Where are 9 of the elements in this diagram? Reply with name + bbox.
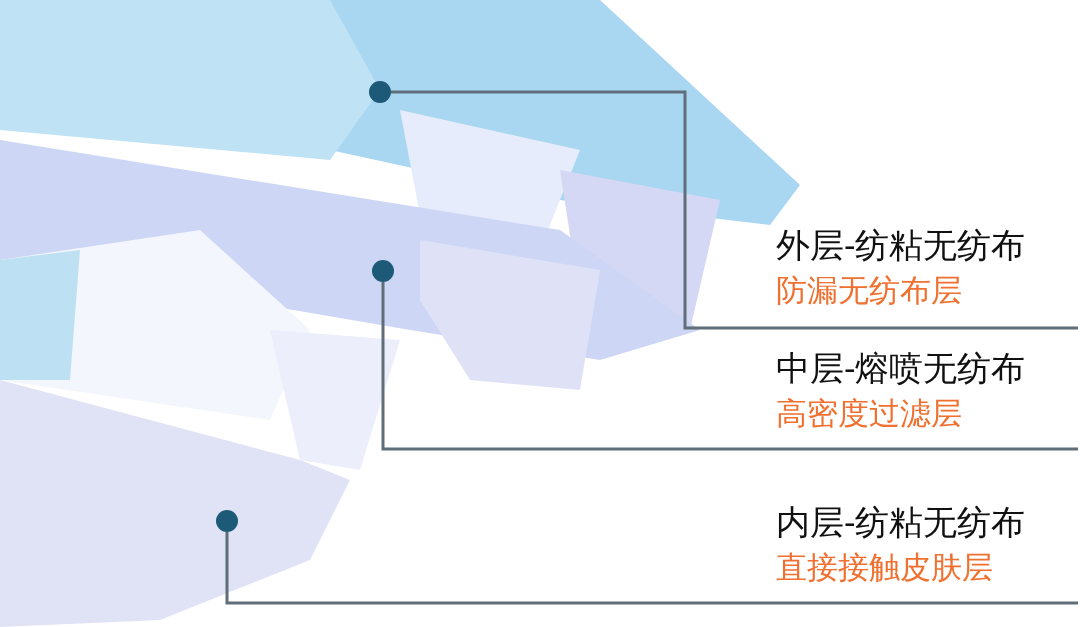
layer-name: 外层-纺粘无纺布	[776, 224, 1026, 267]
layer-name: 中层-熔喷无纺布	[776, 347, 1026, 390]
layer-name: 内层-纺粘无纺布	[776, 501, 1026, 544]
leader-line	[391, 90, 1078, 330]
layer-function: 防漏无纺布层	[776, 271, 962, 310]
leader-line	[225, 532, 1078, 605]
leader-line	[381, 282, 1078, 451]
layer-function: 直接接触皮肤层	[776, 548, 993, 587]
layer-function: 高密度过滤层	[776, 394, 962, 433]
